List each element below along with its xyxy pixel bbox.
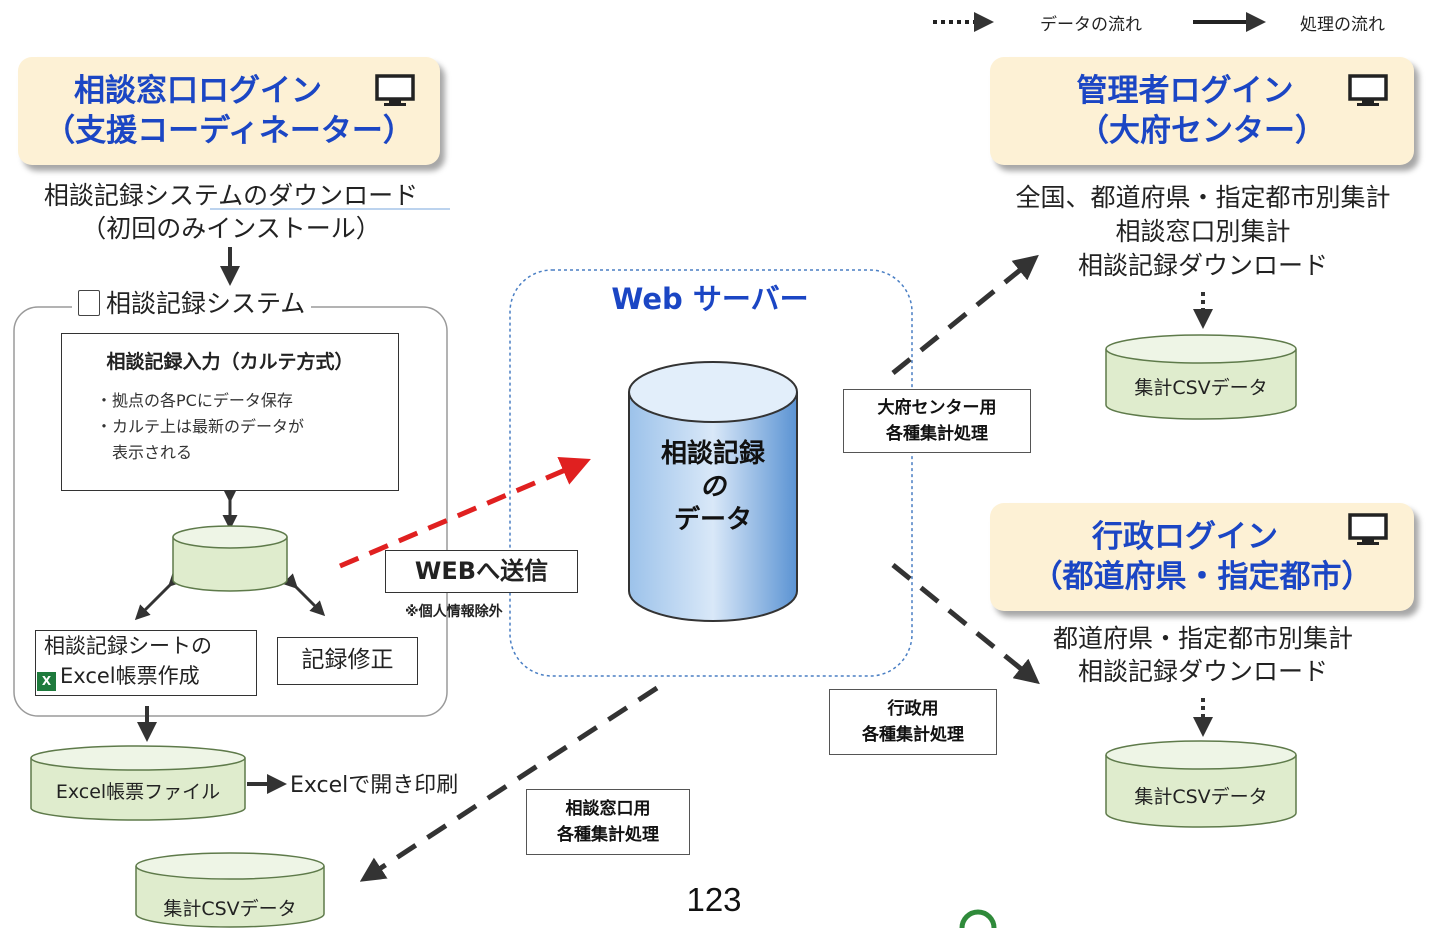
server-db-label-line: の (699, 472, 726, 502)
bullet-item: ・カルテ上は最新のデータが (96, 417, 305, 436)
edit-record-label: 記録修正 (301, 647, 394, 673)
logo-partial (959, 909, 997, 928)
csv-label-gov: 集計CSVデータ (1134, 786, 1268, 808)
counselor-login-subtitle: （支援コーディネーター） (44, 113, 414, 149)
record-input-box: 相談記録入力（カルテ方式） ・拠点の各PCにデータ保存 ・カルテ上は最新のデータ… (61, 333, 399, 491)
excel-print-label: Excelで開き印刷 (290, 773, 459, 798)
monitor-icon (375, 74, 415, 106)
gov-item: 都道府県・指定都市別集計 (1052, 624, 1353, 653)
counsel-process-line: 各種集計処理 (557, 825, 659, 845)
system-title-wrap: 相談記録システム (72, 287, 312, 321)
csv-cylinder-counsel (135, 852, 325, 928)
edit-record-box: 記録修正 (277, 637, 418, 685)
send-to-web-box: WEBへ送信 (385, 550, 578, 593)
excel-create-label: Excel帳票作成 (60, 664, 200, 688)
counsel-process-box: 相談窓口用 各種集計処理 (526, 789, 690, 855)
download-underline (210, 208, 450, 210)
counselor-login-title: 相談窓口ログイン (74, 73, 322, 109)
admin-process-line: 各種集計処理 (886, 424, 988, 444)
legend-data-flow: データの流れ (1040, 15, 1142, 35)
bullet-item: ・拠点の各PCにデータ保存 (96, 391, 293, 410)
gov-item: 相談記録ダウンロード (1077, 657, 1328, 686)
counselor-login-box: 相談窓口ログイン （支援コーディネーター） (18, 57, 440, 165)
csv-cylinder-admin (1105, 334, 1297, 420)
download-note: （初回のみインストール） (81, 214, 381, 243)
gov-process-box: 行政用 各種集計処理 (829, 689, 997, 755)
admin-process-box: 大府センター用 各種集計処理 (843, 389, 1031, 453)
admin-login-title: 管理者ログイン (1076, 73, 1294, 109)
monitor-icon (1348, 513, 1388, 545)
download-title: 相談記録システムのダウンロード (43, 181, 419, 210)
local-db-cylinder (172, 525, 288, 592)
page-number: 123 (686, 881, 742, 918)
legend-process-flow: 処理の流れ (1300, 15, 1385, 35)
web-server-title: Web サーバー (560, 276, 860, 318)
admin-item: 相談窓口別集計 (1115, 217, 1291, 246)
send-arrow (339, 457, 591, 569)
admin-login-box: 管理者ログイン （大府センター） (990, 57, 1414, 165)
gov-login-title: 行政ログイン (1092, 519, 1278, 555)
admin-login-subtitle: （大府センター） (1078, 113, 1326, 149)
document-icon (78, 290, 100, 316)
gov-process-line: 各種集計処理 (862, 725, 964, 745)
admin-process-line: 大府センター用 (877, 398, 997, 418)
excel-file-label: Excel帳票ファイル (55, 781, 221, 803)
server-db-label-line: データ (673, 505, 752, 535)
csv-label-counsel: 集計CSVデータ (163, 898, 297, 920)
system-title: 相談記録システム (106, 289, 306, 318)
bullet-item: 表示される (96, 443, 193, 462)
admin-item: 全国、都道府県・指定都市別集計 (1015, 183, 1391, 212)
monitor-icon (1348, 74, 1388, 106)
excel-create-title: 相談記録シートの (44, 634, 212, 658)
csv-label-admin: 集計CSVデータ (1134, 377, 1268, 399)
csv-cylinder-gov (1105, 740, 1297, 828)
excel-icon: X (37, 672, 56, 691)
admin-item: 相談記録ダウンロード (1077, 251, 1328, 280)
excel-file-cylinder (30, 745, 246, 821)
server-db-cylinder (628, 361, 798, 622)
gov-login-box: 行政ログイン （都道府県・指定都市） (990, 503, 1414, 611)
server-db-label-line: 相談記録 (660, 439, 765, 469)
send-to-web-label: WEBへ送信 (414, 557, 549, 585)
record-input-title: 相談記録入力（カルテ方式） (106, 351, 354, 373)
server-db-label: 相談記録 の データ (629, 438, 797, 537)
gov-process-line: 行政用 (887, 699, 939, 719)
privacy-note: ※個人情報除外 (405, 604, 503, 620)
gov-login-subtitle: （都道府県・指定都市） (1031, 559, 1373, 595)
server-boundary (509, 269, 913, 677)
counsel-process-line: 相談窓口用 (565, 799, 651, 819)
